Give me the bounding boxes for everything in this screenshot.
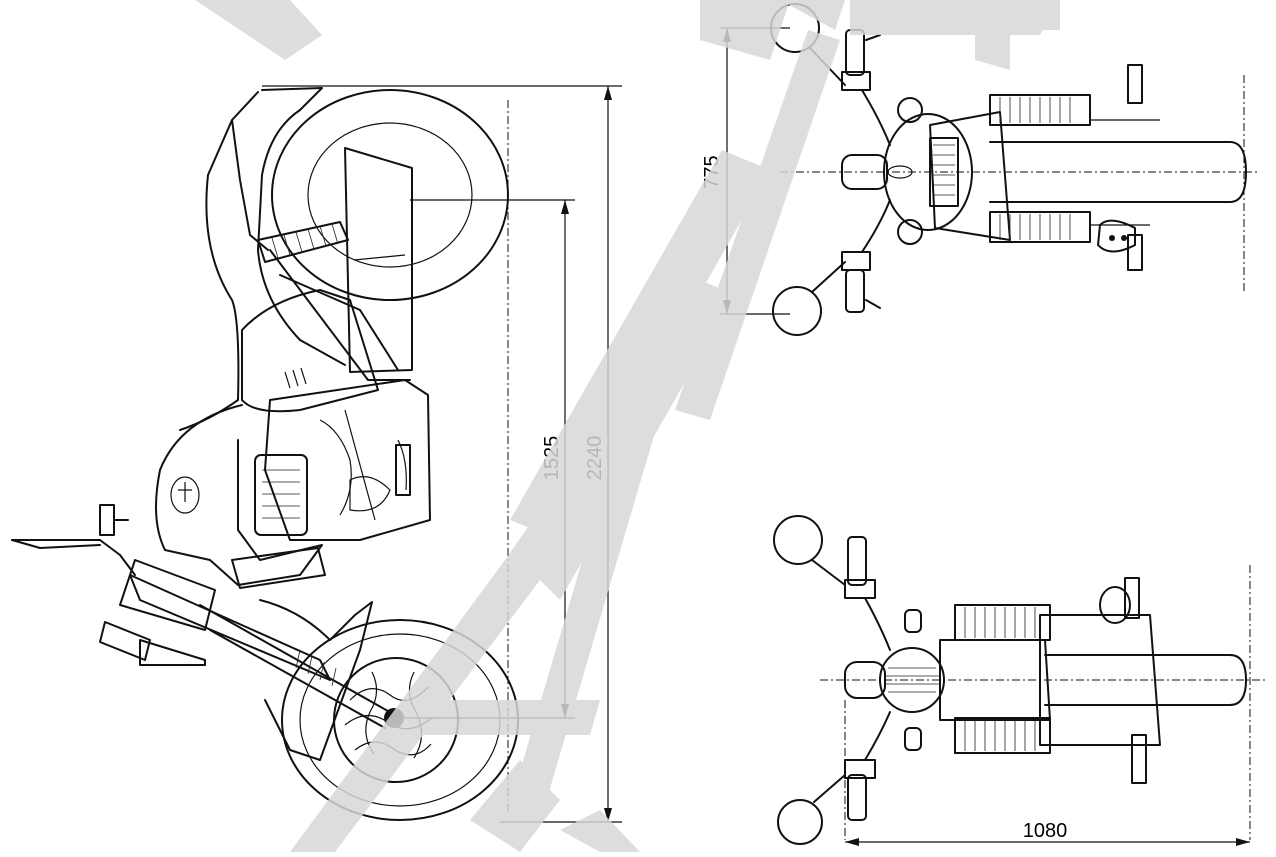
mirror	[10, 539, 101, 549]
dimension-overall-width: 1080	[1023, 820, 1068, 842]
rear-fender	[257, 87, 346, 366]
engine	[254, 379, 431, 541]
rear-wheel	[271, 89, 509, 301]
rear-view	[770, 3, 1260, 336]
rear-shock	[257, 221, 349, 263]
mirror-top-2	[773, 515, 823, 565]
front-fork	[99, 559, 396, 729]
top-view	[773, 515, 1268, 845]
top-view-dimension	[845, 838, 1250, 846]
fairing	[155, 404, 323, 586]
watermark	[195, 0, 1060, 852]
mirror-bottom-2	[777, 799, 823, 845]
mirror-bottom	[772, 286, 822, 336]
fuel-tank	[241, 289, 379, 413]
seat	[179, 174, 240, 431]
